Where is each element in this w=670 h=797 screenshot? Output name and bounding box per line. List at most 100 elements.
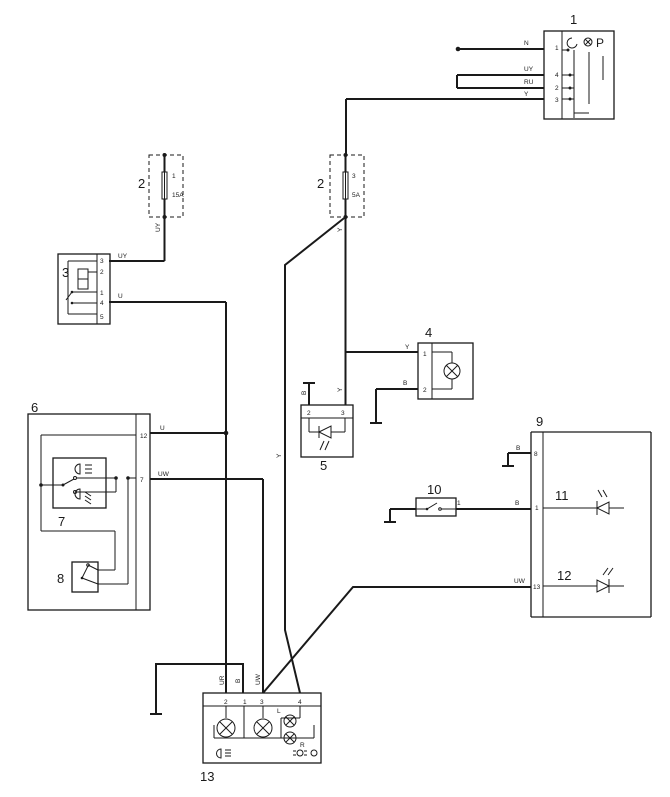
fuse-rating: 5A — [352, 192, 361, 199]
pin-label: 3 — [100, 258, 104, 265]
wire-label: RU — [524, 79, 534, 86]
component-label-1: 1 — [570, 12, 577, 27]
wire-label: Y — [276, 453, 283, 458]
main-beam-bulb-icon — [216, 718, 236, 738]
park-symbol: P — [596, 36, 604, 50]
pin-label: 2 — [423, 387, 427, 394]
wire-label: UW — [255, 673, 262, 685]
wire-label: UY — [118, 253, 128, 260]
pin-label: 4 — [298, 699, 302, 706]
switch-wiring: N UY RU Y — [345, 40, 544, 155]
pin-label: 4 — [100, 300, 104, 307]
pin-label: 2 — [224, 699, 228, 706]
panel-bulb-icon — [253, 718, 273, 738]
light-switch-assembly: 1 1 4 2 3 P — [543, 12, 615, 120]
off-symbol-icon — [566, 37, 578, 49]
pin-label: 1 — [423, 351, 427, 358]
wire-label: UY — [155, 222, 162, 232]
pin-label: 2 — [307, 410, 311, 417]
led-11-icon — [595, 489, 624, 515]
lamp-housing — [417, 342, 474, 400]
pin-label: 12 — [140, 433, 148, 440]
pin-label: 1 — [457, 500, 461, 507]
wire-label: B — [516, 445, 520, 452]
component-label-6: 6 — [31, 400, 38, 415]
wire-label: B — [515, 500, 519, 507]
wire-label: Y — [405, 344, 410, 351]
wire-label: B — [235, 679, 242, 683]
fuse-rating: 15A — [172, 192, 184, 199]
wire-label: Y — [524, 91, 529, 98]
wire-label: U — [118, 293, 123, 300]
headlamp-symbol-icon — [216, 748, 231, 759]
component-label-9: 9 — [536, 414, 543, 429]
uw-wire — [262, 586, 531, 694]
component-label-7: 7 — [58, 514, 65, 529]
pin-label: 1 — [535, 505, 539, 512]
position-lamp-icon — [310, 749, 318, 757]
pin-label: 1 — [100, 290, 104, 297]
pin-label: 3 — [341, 410, 345, 417]
component-label-13: 13 — [200, 769, 214, 784]
wire-label: U — [160, 425, 165, 432]
wire-label: UR — [219, 675, 226, 685]
pin-label: 3 — [555, 97, 559, 104]
sidelight-symbol-icon — [293, 749, 307, 757]
pin-label: 5 — [100, 314, 104, 321]
wire-label: N — [524, 40, 529, 47]
headlamp-switch-unit: 6 12 7 — [27, 400, 151, 611]
high-beam-icon — [74, 463, 92, 475]
pin-label: 13 — [533, 584, 541, 591]
right-indicator-bulb-icon — [283, 731, 297, 745]
component-label-10: 10 — [427, 482, 441, 497]
component-label-12: 12 — [557, 568, 571, 583]
relay-body — [57, 253, 111, 325]
relay: 3 3 2 1 4 5 — [57, 253, 111, 325]
component-label-8: 8 — [57, 571, 64, 586]
wire-label: Y — [337, 227, 344, 232]
pin-label: 1 — [243, 699, 247, 706]
fuse-pin: 3 — [352, 173, 356, 180]
photodiode-icon — [317, 425, 335, 451]
component-label-11: 11 — [555, 488, 569, 503]
component-label-5: 5 — [320, 458, 327, 473]
component-label-4: 4 — [425, 325, 432, 340]
warning-lamp: 4 1 2 — [417, 325, 474, 400]
pin-label: L — [277, 708, 281, 715]
ground-wire — [155, 663, 244, 714]
dip-switch-7 — [52, 457, 107, 509]
cluster-body — [202, 692, 322, 764]
wire-label: UY — [524, 66, 534, 73]
wire-label: UW — [514, 578, 526, 585]
pin-label: 3 — [260, 699, 264, 706]
component-label-2a: 2 — [138, 176, 145, 191]
wire-label: B — [403, 380, 407, 387]
sensor-body — [300, 404, 354, 458]
instrument-cluster: UR B UW 2 1 3 4 L R — [150, 663, 322, 784]
wire-label: UW — [158, 471, 170, 478]
component-label-3: 3 — [62, 265, 69, 280]
switch-10: 10 1 — [415, 482, 461, 517]
pin-label: 1 — [555, 45, 559, 52]
fuse-pin: 1 — [172, 173, 176, 180]
indicator-panel: 9 8 1 13 11 12 — [530, 414, 652, 618]
led-12-icon — [596, 567, 624, 593]
light-sensor: 5 2 3 — [300, 404, 354, 473]
fuse-15a: 2 1 15A — [138, 153, 184, 219]
pin-label: 2 — [555, 85, 559, 92]
component-label-2b: 2 — [317, 176, 324, 191]
fuse-5a: 2 3 5A — [317, 153, 365, 219]
left-indicator-bulb-icon — [283, 714, 297, 728]
switch-10-body — [415, 497, 457, 517]
wire-label: Y — [337, 387, 344, 392]
pin-label: R — [300, 742, 305, 749]
low-beam-icon — [74, 488, 92, 505]
pin-label: 4 — [555, 72, 559, 79]
y-feed-wire — [284, 216, 347, 694]
wire-label: B — [301, 391, 308, 395]
pin-label: 8 — [534, 451, 538, 458]
bulb-icon — [443, 362, 461, 380]
switch-unit-outline — [27, 413, 151, 611]
sidelight-symbol-icon — [583, 37, 593, 47]
